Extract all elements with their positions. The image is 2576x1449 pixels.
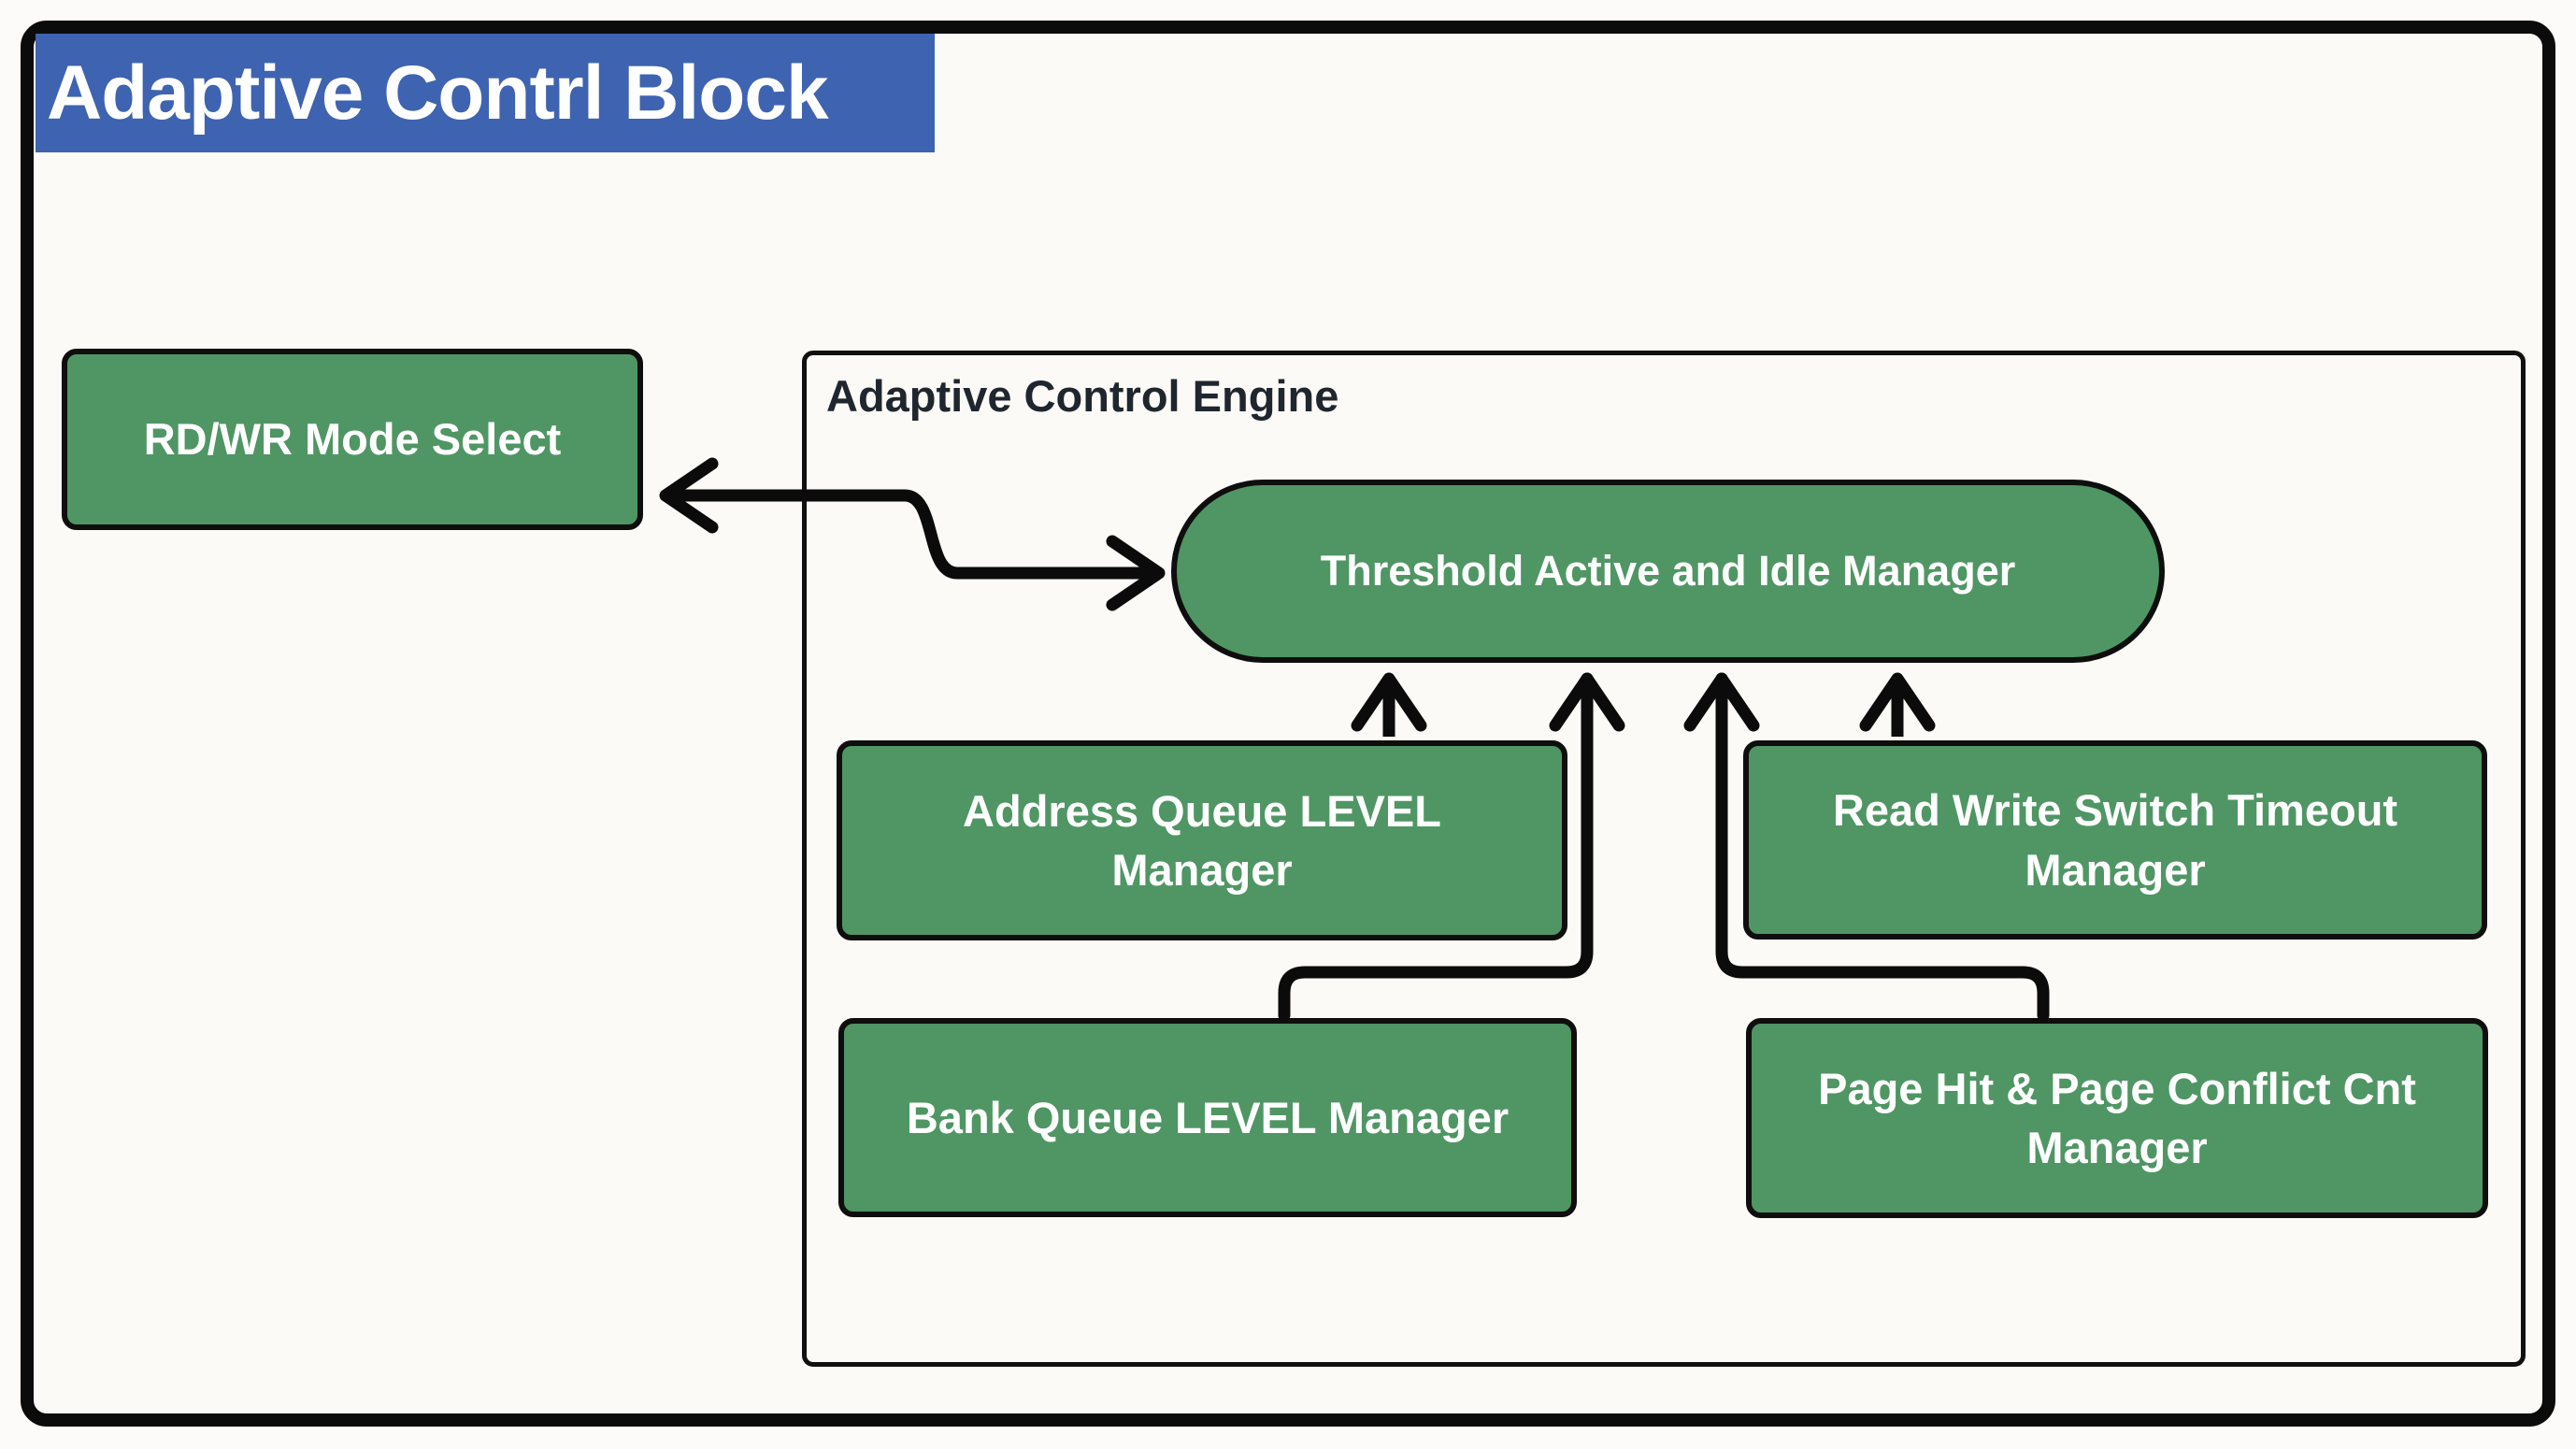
node-rdwr-mode-select: RD/WR Mode Select (62, 349, 643, 530)
node-threshold-manager-label: Threshold Active and Idle Manager (1320, 546, 2016, 595)
node-read-write-switch-manager-label: Read Write Switch Timeout Manager (1832, 785, 2398, 895)
engine-container (802, 351, 2526, 1367)
node-threshold-manager: Threshold Active and Idle Manager (1171, 480, 2165, 663)
node-page-hit-conflict-manager-label: Page Hit & Page Conflict Cnt Manager (1818, 1063, 2416, 1172)
node-address-queue-manager-label: Address Queue LEVEL Manager (963, 785, 1441, 895)
node-bank-queue-manager-label: Bank Queue LEVEL Manager (906, 1092, 1510, 1142)
node-page-hit-conflict-manager: Page Hit & Page Conflict Cnt Manager (1746, 1018, 2488, 1218)
engine-container-label: Adaptive Control Engine (826, 371, 1339, 421)
node-address-queue-manager: Address Queue LEVEL Manager (837, 740, 1567, 940)
title-bar: Adaptive Contrl Block (36, 34, 935, 152)
node-bank-queue-manager: Bank Queue LEVEL Manager (838, 1018, 1577, 1217)
node-rdwr-mode-select-label: RD/WR Mode Select (143, 414, 562, 465)
diagram-title: Adaptive Contrl Block (47, 50, 829, 136)
node-read-write-switch-manager: Read Write Switch Timeout Manager (1743, 740, 2487, 940)
